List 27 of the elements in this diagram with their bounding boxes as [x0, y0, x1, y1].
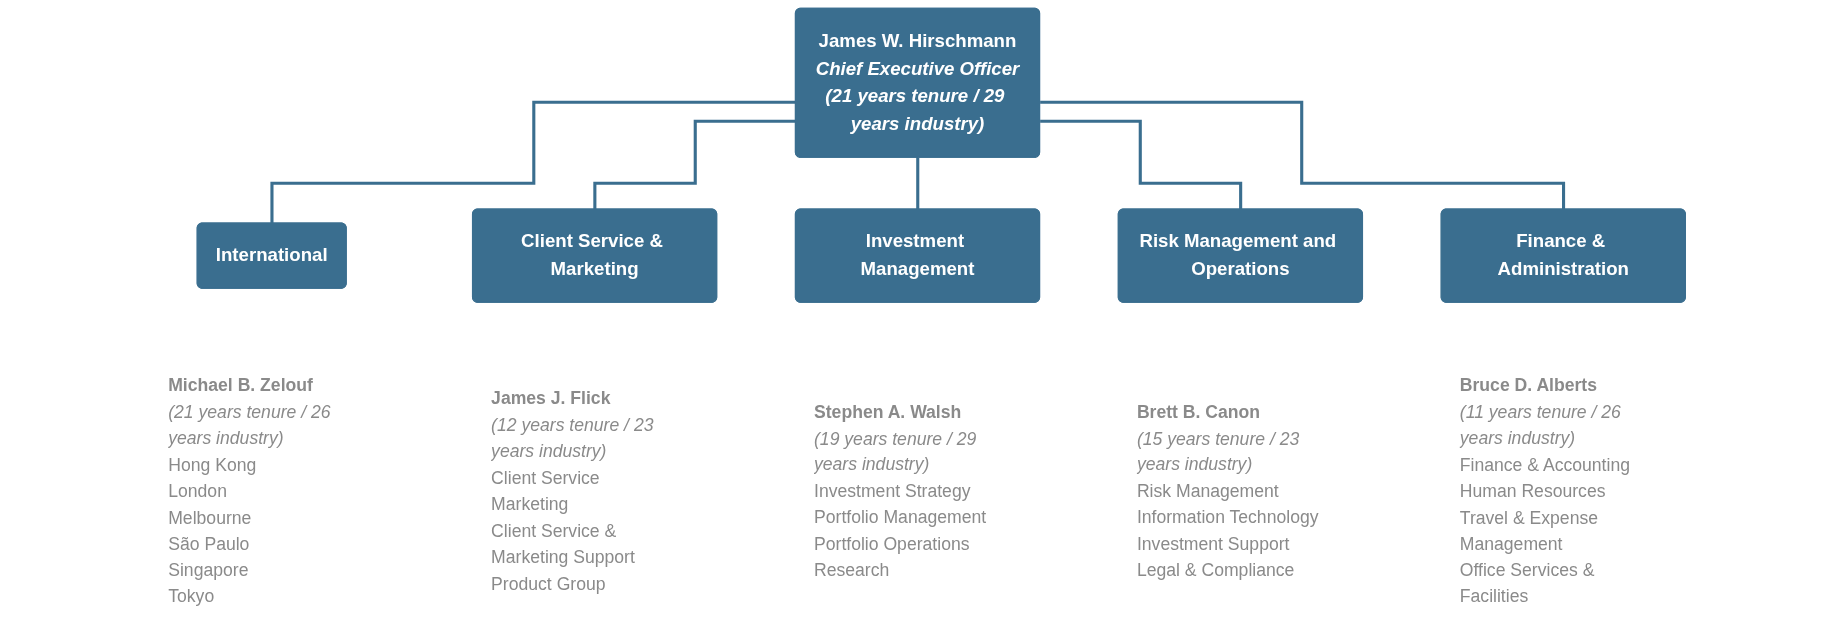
- node-label: Brett B. Canon: [1136, 402, 1261, 422]
- node-label: Product Group: [491, 573, 606, 594]
- node-label: Stephen A. Walsh: [814, 402, 962, 422]
- node-label: James J. Flick: [491, 388, 611, 409]
- node-label: Risk Management: [1136, 481, 1279, 501]
- node-label: Portfolio Management: [814, 507, 987, 528]
- node-label: Investment Support: [1136, 534, 1290, 554]
- node-label: Office Services & Facilities: [1459, 560, 1595, 607]
- node-label: London: [168, 481, 227, 501]
- node-label: Finance & Accounting: [1459, 454, 1630, 475]
- node-label: Investment Strategy: [814, 481, 971, 501]
- node-label: Marketing: [491, 494, 569, 515]
- node-label: Singapore: [168, 560, 249, 581]
- node-label: Research: [814, 560, 890, 581]
- node-label: São Paulo: [168, 534, 250, 554]
- node-label: Travel & Expense Management: [1459, 507, 1599, 554]
- node-label: Melbourne: [168, 507, 252, 528]
- node-label: Client Service & Marketing Support: [491, 520, 635, 567]
- node-label: Legal & Compliance: [1136, 560, 1295, 581]
- node-label: Hong Kong: [168, 454, 257, 475]
- node-label: Tokyo: [168, 586, 215, 607]
- node-label: Michael B. Zelouf: [168, 375, 313, 396]
- node-label: Client Service: [491, 468, 600, 488]
- node-label: Human Resources: [1459, 481, 1606, 501]
- node-label: Bruce D. Alberts: [1459, 375, 1598, 396]
- node-label: Portfolio Operations: [814, 534, 970, 554]
- node-label: Information Technology: [1136, 507, 1319, 528]
